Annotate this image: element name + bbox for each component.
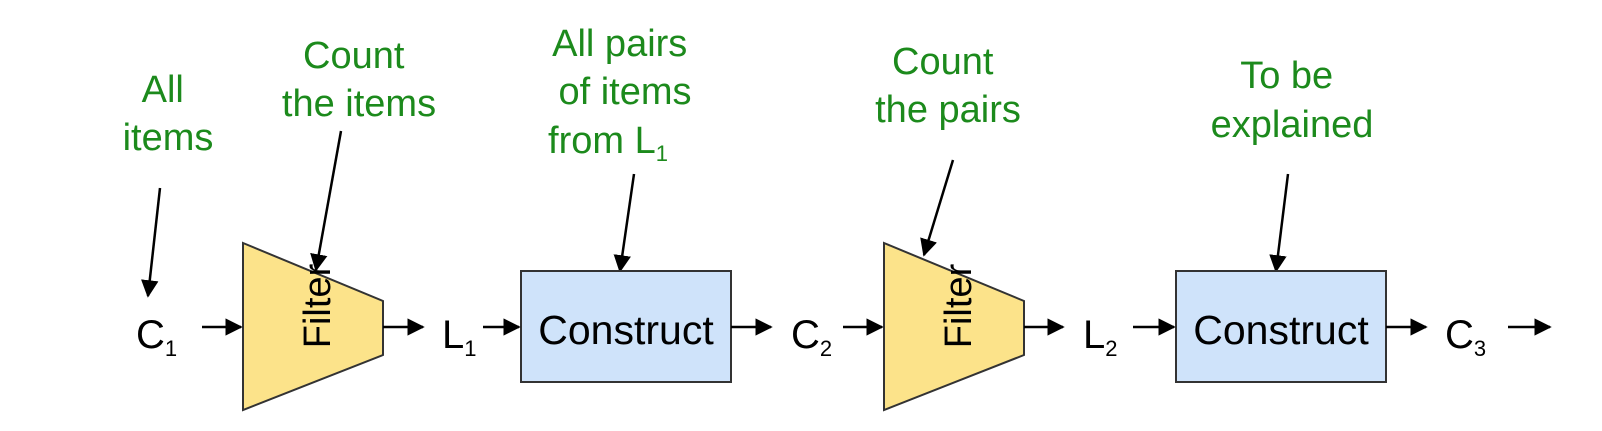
pointer-arrow-all-pairs <box>613 173 636 273</box>
construct-label-1: Construct <box>538 307 714 353</box>
annotation-all-items: All items <box>123 69 214 159</box>
node-c2: C2 <box>791 313 832 361</box>
node-c1-subscript: 1 <box>165 336 177 361</box>
annotation-all-pairs-subscript: 1 <box>656 141 668 166</box>
node-c1: C1 <box>136 313 177 361</box>
node-l2-letter: L <box>1083 313 1105 357</box>
pointer-arrow-count-pairs <box>920 159 955 257</box>
annotation-count-pairs: Count the pairs <box>875 41 1021 131</box>
node-c3-letter: C <box>1445 313 1474 357</box>
annotation-to-be-explained-line2: explained <box>1211 104 1374 146</box>
annotation-to-be-explained-line1: To be <box>1240 55 1333 97</box>
node-l1-subscript: 1 <box>464 336 476 361</box>
annotation-all-items-line1: All <box>142 69 184 111</box>
pointer-arrow-to-be-explained <box>1269 173 1290 273</box>
node-c2-letter: C <box>791 313 820 357</box>
node-c3-subscript: 3 <box>1474 336 1486 361</box>
pointer-arrow-all-items <box>141 187 162 298</box>
filter-label-2: Filter <box>938 263 980 348</box>
annotation-count-items-line2: the items <box>282 83 436 125</box>
filter-shape-2 <box>883 241 1025 412</box>
annotation-all-pairs-from-text: from L <box>548 120 656 162</box>
annotation-count-items: Count the items <box>282 35 436 125</box>
node-l2: L2 <box>1083 313 1118 361</box>
annotation-all-pairs-line2: of items <box>558 71 691 113</box>
annotation-count-pairs-line1: Count <box>892 41 994 83</box>
filter-label-1: Filter <box>297 263 339 348</box>
annotation-all-pairs: All pairs of items <box>552 23 698 113</box>
construct-label-2: Construct <box>1193 307 1369 353</box>
node-c1-letter: C <box>136 313 165 357</box>
pointer-arrow-count-items <box>310 130 343 272</box>
construct-box-1 <box>520 270 732 383</box>
filter-shape-1 <box>242 241 384 412</box>
node-c2-subscript: 2 <box>820 336 832 361</box>
annotation-count-pairs-line2: the pairs <box>875 89 1021 131</box>
annotation-all-pairs-line1: All pairs <box>552 23 687 65</box>
node-l2-subscript: 2 <box>1105 336 1117 361</box>
annotation-to-be-explained: To be explained <box>1211 55 1374 146</box>
annotation-all-pairs-line3: from L1 <box>548 120 668 166</box>
node-l1: L1 <box>442 313 477 361</box>
annotation-all-items-line2: items <box>123 117 214 159</box>
annotation-count-items-line1: Count <box>303 35 405 77</box>
node-l1-letter: L <box>442 313 464 357</box>
node-c3: C3 <box>1445 313 1486 361</box>
